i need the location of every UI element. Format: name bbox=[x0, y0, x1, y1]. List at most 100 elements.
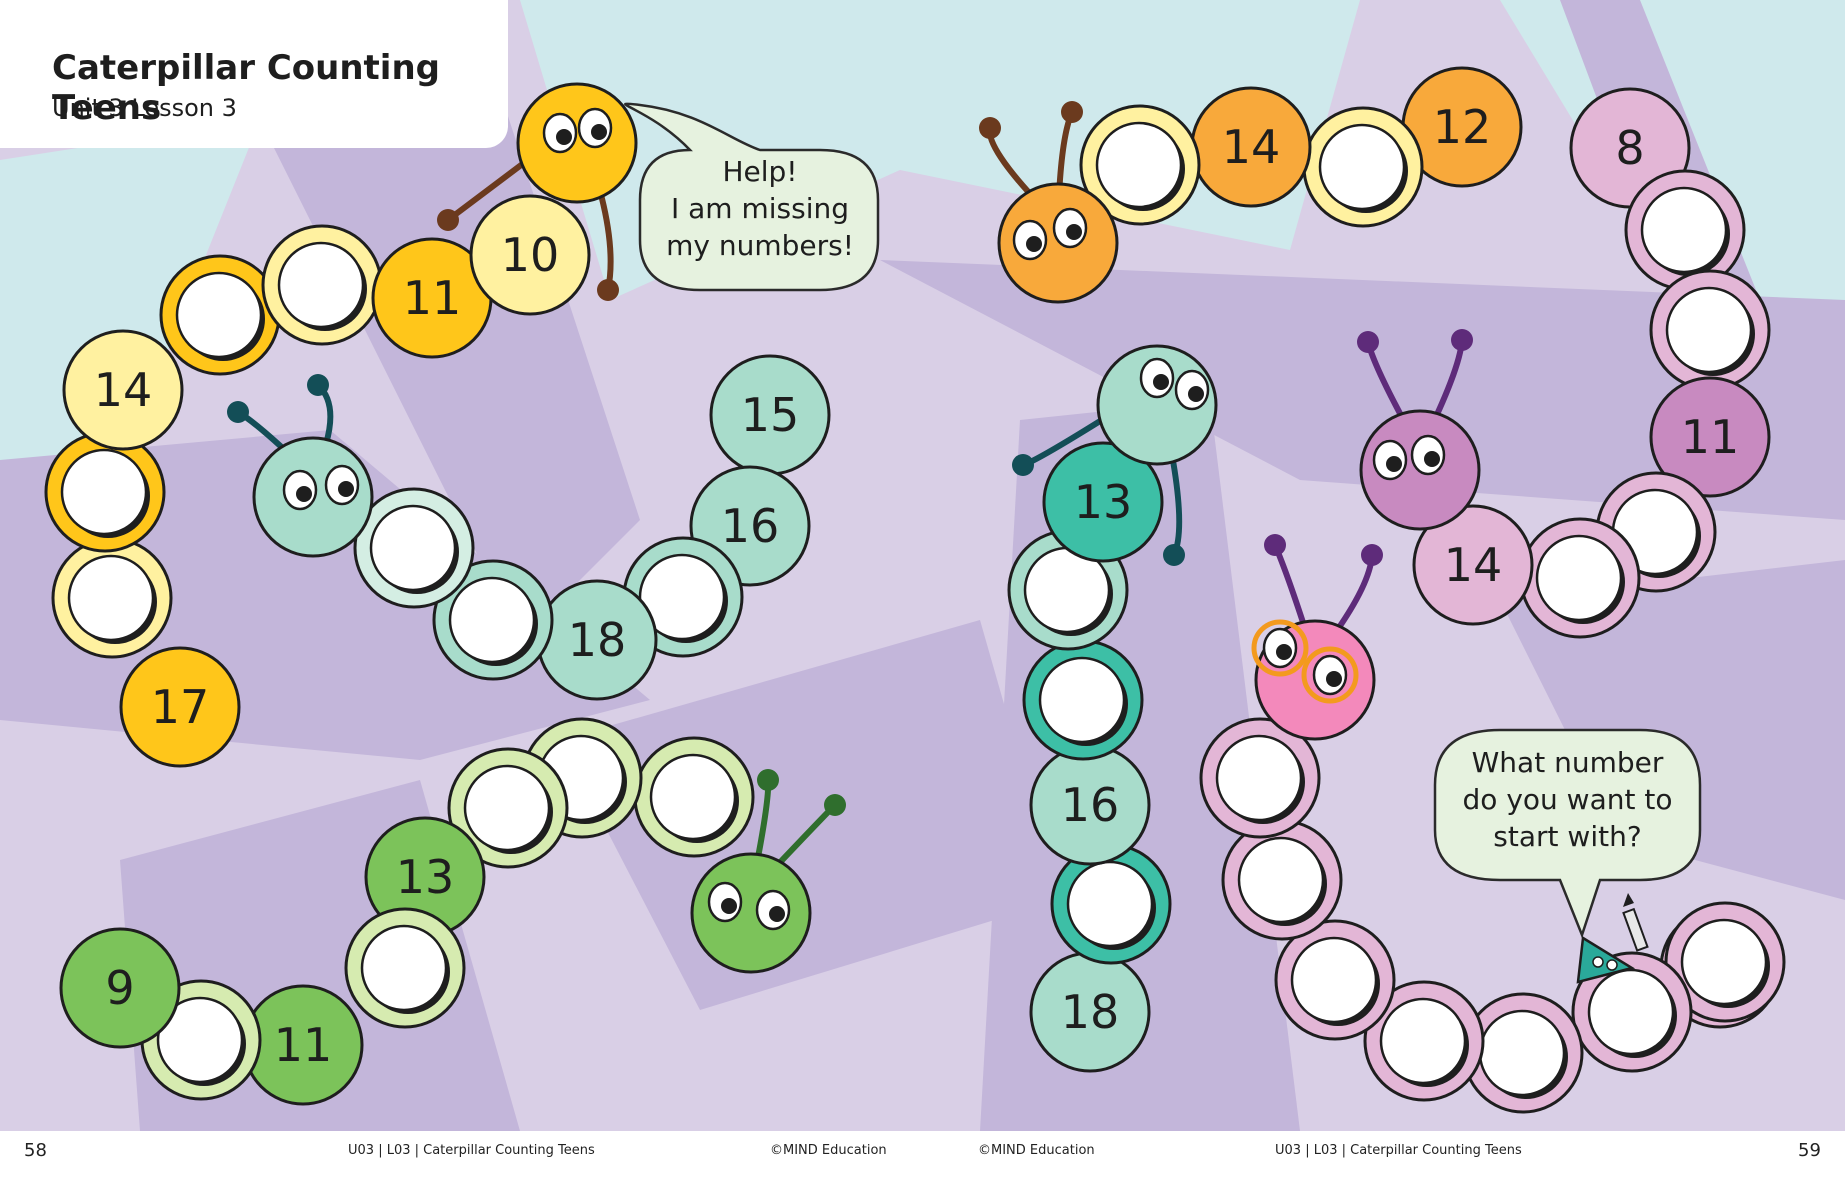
antenna-tip bbox=[307, 374, 329, 396]
page-subtitle: Unit 3 Lesson 3 bbox=[52, 94, 237, 122]
blank-segment[interactable] bbox=[51, 537, 173, 659]
answer-blank[interactable] bbox=[67, 554, 155, 642]
antenna-tip bbox=[1357, 331, 1379, 353]
answer-blank[interactable] bbox=[1318, 123, 1406, 211]
caterpillar-pink bbox=[1199, 534, 1786, 1114]
blank-segment[interactable] bbox=[44, 431, 166, 553]
blank-segment[interactable] bbox=[344, 907, 466, 1029]
numbered-segment: 13 bbox=[364, 816, 486, 938]
footer-label-right: U03 | L03 | Caterpillar Counting Teens bbox=[1275, 1143, 1522, 1158]
answer-blank[interactable] bbox=[175, 271, 263, 359]
help-speech-bubble bbox=[624, 102, 880, 292]
segment-number: 11 bbox=[403, 271, 462, 325]
answer-blank[interactable] bbox=[360, 924, 448, 1012]
segment-number: 16 bbox=[721, 499, 780, 553]
blank-segment[interactable] bbox=[1363, 980, 1485, 1102]
blank-segment[interactable] bbox=[633, 736, 755, 858]
segment-number: 18 bbox=[1061, 985, 1120, 1039]
blank-segment[interactable] bbox=[353, 487, 475, 609]
blank-segment[interactable] bbox=[1519, 517, 1641, 639]
answer-blank[interactable] bbox=[448, 576, 536, 664]
answer-blank[interactable] bbox=[369, 504, 457, 592]
numbered-segment: 18 bbox=[536, 579, 658, 701]
answer-blank[interactable] bbox=[1665, 286, 1753, 374]
numbered-segment: 12 bbox=[1401, 66, 1523, 188]
answer-blank[interactable] bbox=[1478, 1009, 1566, 1097]
answer-blank[interactable] bbox=[1640, 186, 1728, 274]
answer-blank[interactable] bbox=[1066, 860, 1154, 948]
glasses-icon bbox=[1251, 619, 1309, 677]
segment-number: 11 bbox=[274, 1018, 333, 1072]
numbered-segment: 9 bbox=[59, 927, 181, 1049]
antenna-tip bbox=[1361, 544, 1383, 566]
answer-blank[interactable] bbox=[649, 753, 737, 841]
answer-blank[interactable] bbox=[1237, 836, 1325, 924]
blank-segment[interactable] bbox=[1664, 901, 1786, 1023]
prompt-line-3: start with? bbox=[1493, 820, 1642, 853]
speech-bubbles bbox=[624, 102, 1702, 939]
segment-number: 14 bbox=[94, 363, 153, 417]
blank-segment[interactable] bbox=[1649, 269, 1771, 391]
answer-blank[interactable] bbox=[1587, 968, 1675, 1056]
caterpillar-head bbox=[516, 82, 638, 204]
segment-number: 18 bbox=[568, 613, 627, 667]
blank-segment[interactable] bbox=[1624, 169, 1746, 291]
blank-segment[interactable] bbox=[159, 254, 281, 376]
footer-label-left: U03 | L03 | Caterpillar Counting Teens bbox=[348, 1143, 595, 1158]
answer-blank[interactable] bbox=[60, 448, 148, 536]
numbered-segment: 14 bbox=[1190, 86, 1312, 208]
answer-blank[interactable] bbox=[1215, 734, 1303, 822]
numbered-segment: 10 bbox=[469, 194, 591, 316]
blank-segment[interactable] bbox=[261, 224, 383, 346]
blank-segment[interactable] bbox=[1221, 819, 1343, 941]
antenna-tip bbox=[1451, 329, 1473, 351]
blank-segment[interactable] bbox=[1571, 951, 1693, 1073]
answer-blank[interactable] bbox=[1038, 656, 1126, 744]
blank-segment[interactable] bbox=[1199, 717, 1321, 839]
antenna-tip bbox=[757, 769, 779, 791]
prompt-line-2: do you want to bbox=[1462, 783, 1673, 816]
prompt-line-1: What number bbox=[1471, 746, 1664, 779]
blank-segment[interactable] bbox=[1302, 106, 1424, 228]
caterpillar-teal-light: 15 16 18 bbox=[227, 354, 831, 701]
answer-blank[interactable] bbox=[1535, 534, 1623, 622]
blank-segment[interactable] bbox=[1022, 639, 1144, 761]
caterpillar-head bbox=[252, 436, 374, 558]
numbered-segment: 16 bbox=[1029, 744, 1151, 866]
blank-segment[interactable] bbox=[432, 559, 554, 681]
caterpillar-head bbox=[1096, 344, 1218, 466]
numbered-segment: 18 bbox=[1029, 951, 1151, 1073]
blank-segment[interactable] bbox=[447, 747, 569, 869]
answer-blank[interactable] bbox=[638, 553, 726, 641]
blank-segment[interactable] bbox=[1462, 992, 1584, 1114]
glasses-icon bbox=[1301, 646, 1359, 704]
blank-segment[interactable] bbox=[1079, 104, 1201, 226]
antenna-tip bbox=[437, 209, 459, 231]
segment-number: 14 bbox=[1222, 120, 1281, 174]
help-line-2: I am missing bbox=[670, 192, 850, 225]
antenna-tip bbox=[1264, 534, 1286, 556]
prompt-speech-text: What number do you want to start with? bbox=[1440, 744, 1695, 855]
segment-number: 12 bbox=[1433, 100, 1492, 154]
answer-blank[interactable] bbox=[1095, 121, 1183, 209]
segment-number: 9 bbox=[105, 961, 134, 1015]
segment-number: 13 bbox=[1074, 475, 1133, 529]
footer-copyright-left: ©MIND Education bbox=[770, 1143, 887, 1158]
caterpillar-head bbox=[1359, 409, 1481, 531]
page-number-left: 58 bbox=[24, 1140, 47, 1161]
answer-blank[interactable] bbox=[1379, 997, 1467, 1085]
numbered-segment: 13 bbox=[1042, 441, 1164, 563]
answer-blank[interactable] bbox=[1680, 918, 1768, 1006]
answer-blank[interactable] bbox=[156, 996, 244, 1084]
segment-number: 14 bbox=[1444, 538, 1503, 592]
answer-blank[interactable] bbox=[463, 764, 551, 852]
answer-blank[interactable] bbox=[1290, 936, 1378, 1024]
footer-copyright-right: ©MIND Education bbox=[978, 1143, 1095, 1158]
answer-blank[interactable] bbox=[277, 241, 365, 329]
numbered-segment: 14 bbox=[1412, 504, 1534, 626]
blank-segment[interactable] bbox=[1274, 919, 1396, 1041]
blank-segment[interactable] bbox=[1050, 843, 1172, 965]
antenna-tip bbox=[979, 117, 1001, 139]
segment-number: 15 bbox=[741, 388, 800, 442]
